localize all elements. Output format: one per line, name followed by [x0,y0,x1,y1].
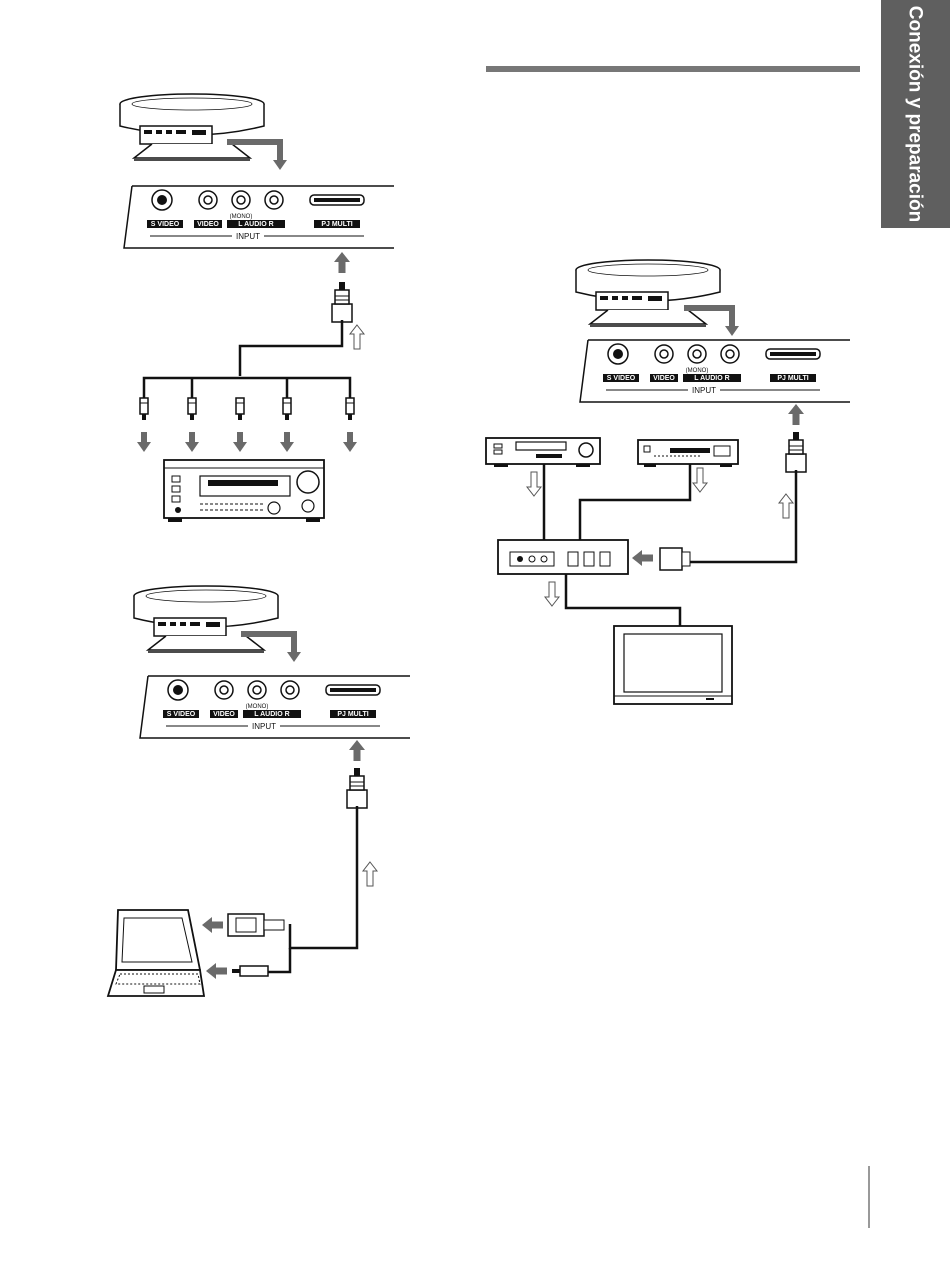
pj-multi-label: PJ MULTI [337,711,368,718]
video-label: VIDEO [213,711,235,718]
mono-label: (MONO) [686,368,709,374]
s-video-label: S VIDEO [607,375,636,382]
mono-label: (MONO) [246,704,269,710]
pj-multi-label: PJ MULTI [777,375,808,382]
input-label: INPUT [236,232,260,241]
input-label: INPUT [252,722,276,731]
video-label: VIDEO [197,221,219,228]
video-label: VIDEO [653,375,675,382]
mono-label: (MONO) [230,214,253,220]
audio-label: L AUDIO R [694,375,729,382]
input-label: INPUT [692,386,716,395]
s-video-label: S VIDEO [167,711,196,718]
audio-label: L AUDIO R [254,711,289,718]
s-video-label: S VIDEO [151,221,180,228]
pj-multi-label: PJ MULTI [321,221,352,228]
audio-label: L AUDIO R [238,221,273,228]
